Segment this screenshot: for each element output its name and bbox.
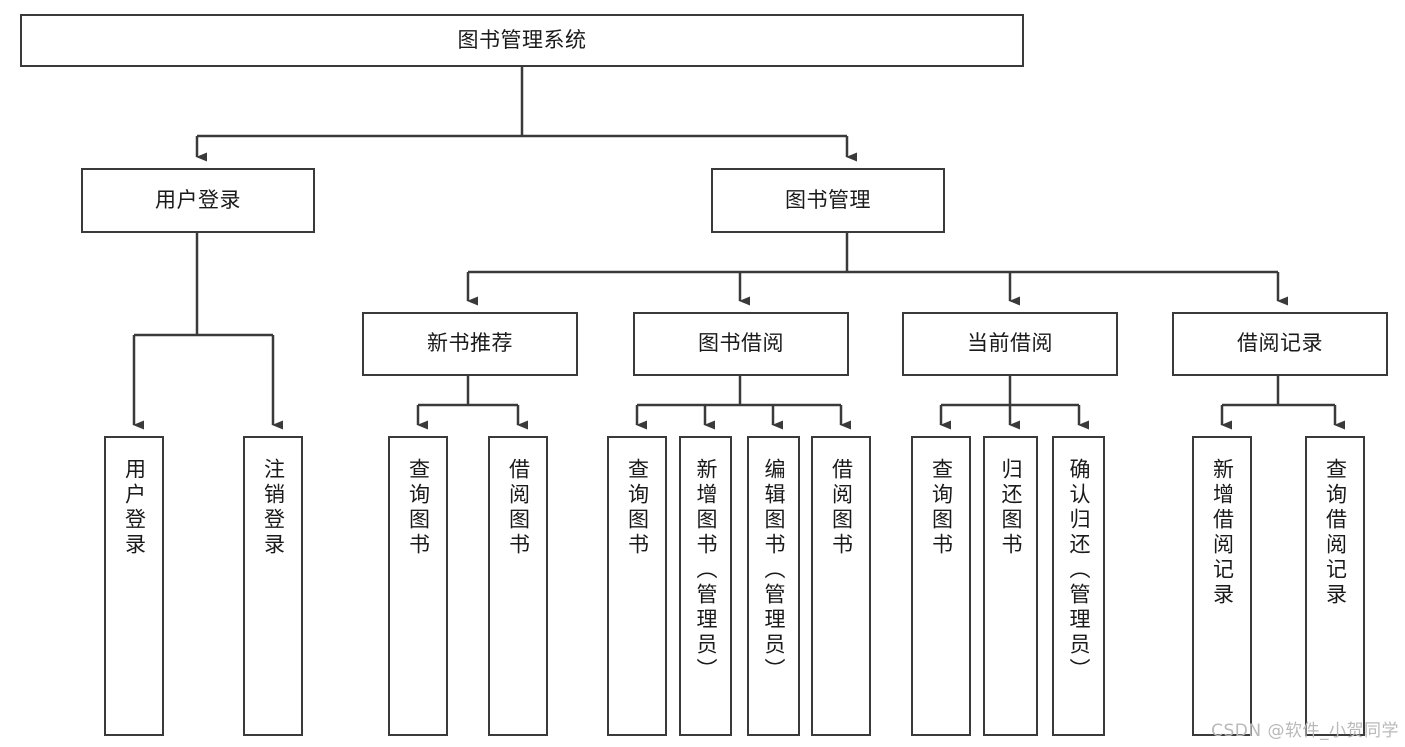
node-leaf-confirm-return[interactable]: 确认归还（管理员） (1052, 436, 1105, 736)
node-leaf-user-login[interactable]: 用户登录 (104, 436, 164, 736)
node-borrow-record-label: 借阅记录 (1237, 331, 1323, 356)
node-leaf-confirm-return-label: 确认归还（管理员） (1067, 458, 1091, 683)
node-leaf-borrow-book-1-label: 借阅图书 (506, 458, 531, 558)
node-leaf-add-record-label: 新增借阅记录 (1210, 458, 1235, 608)
node-leaf-add-book-label: 新增图书（管理员） (694, 458, 718, 683)
node-leaf-query-book-3[interactable]: 查询图书 (911, 436, 971, 736)
node-leaf-query-book-2-label: 查询图书 (625, 458, 650, 558)
node-leaf-borrow-book-2-label: 借阅图书 (829, 458, 854, 558)
node-root[interactable]: 图书管理系统 (20, 14, 1024, 67)
node-leaf-logout-label: 注销登录 (261, 458, 286, 558)
node-leaf-query-record-label: 查询借阅记录 (1323, 458, 1348, 608)
node-borrow-record[interactable]: 借阅记录 (1172, 312, 1388, 376)
node-leaf-add-record[interactable]: 新增借阅记录 (1192, 436, 1252, 736)
node-current-borrow[interactable]: 当前借阅 (902, 312, 1118, 376)
node-user-login[interactable]: 用户登录 (81, 168, 315, 233)
node-leaf-logout[interactable]: 注销登录 (243, 436, 303, 736)
node-book-borrow-label: 图书借阅 (698, 331, 784, 356)
node-leaf-query-book-1[interactable]: 查询图书 (388, 436, 448, 736)
node-user-login-label: 用户登录 (155, 187, 241, 212)
node-leaf-user-login-label: 用户登录 (122, 458, 147, 558)
node-current-borrow-label: 当前借阅 (967, 331, 1053, 356)
node-root-label: 图书管理系统 (457, 27, 587, 52)
node-leaf-return-book[interactable]: 归还图书 (983, 436, 1038, 736)
node-leaf-add-book[interactable]: 新增图书（管理员） (679, 436, 732, 736)
node-book-borrow[interactable]: 图书借阅 (633, 312, 849, 376)
node-leaf-query-book-3-label: 查询图书 (929, 458, 954, 558)
node-book-manage-label: 图书管理 (785, 187, 871, 212)
node-new-book-rec-label: 新书推荐 (427, 331, 513, 356)
node-leaf-edit-book[interactable]: 编辑图书（管理员） (747, 436, 800, 736)
node-leaf-query-record[interactable]: 查询借阅记录 (1305, 436, 1365, 736)
node-leaf-return-book-label: 归还图书 (999, 458, 1023, 558)
node-leaf-edit-book-label: 编辑图书（管理员） (762, 458, 786, 683)
node-book-manage[interactable]: 图书管理 (711, 168, 945, 233)
watermark-text: CSDN @软件_小贺同学 (1211, 721, 1399, 741)
node-leaf-query-book-2[interactable]: 查询图书 (607, 436, 667, 736)
node-leaf-borrow-book-1[interactable]: 借阅图书 (488, 436, 548, 736)
node-leaf-borrow-book-2[interactable]: 借阅图书 (811, 436, 871, 736)
node-new-book-rec[interactable]: 新书推荐 (362, 312, 578, 376)
node-leaf-query-book-1-label: 查询图书 (406, 458, 431, 558)
